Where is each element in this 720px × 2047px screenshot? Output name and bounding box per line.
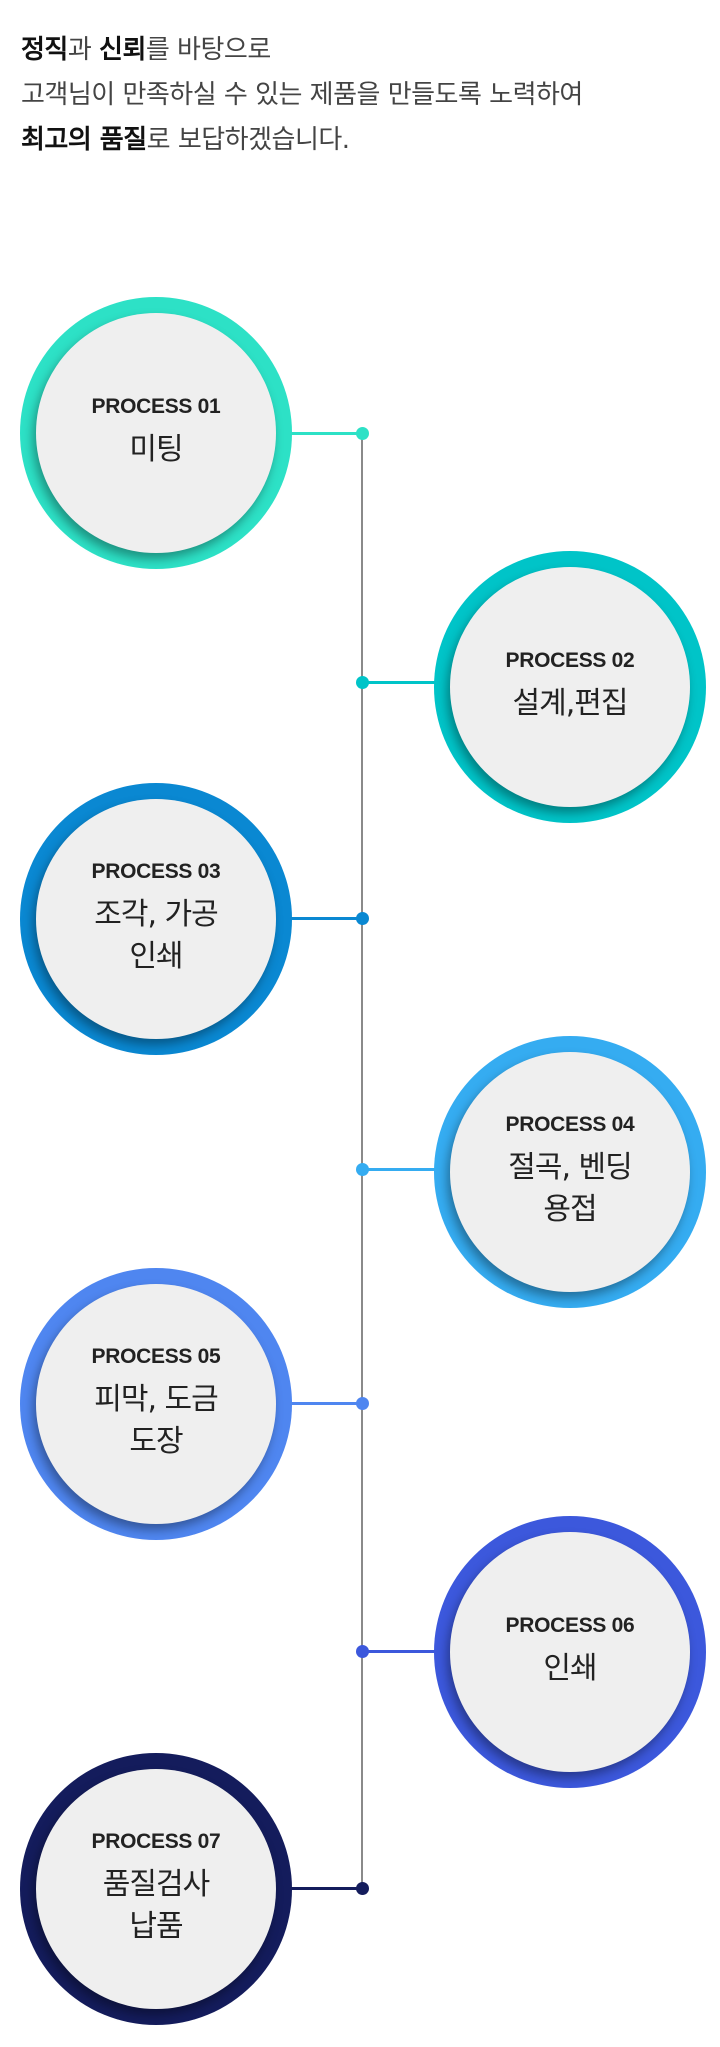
- intro-line-2: 고객님이 만족하실 수 있는 제품을 만들도록 노력하여: [21, 80, 583, 110]
- connector-7: [287, 1887, 362, 1890]
- connector-3: [287, 917, 362, 920]
- process-step-label: PROCESS 04: [505, 1113, 635, 1136]
- process-step-label: PROCESS 06: [505, 1614, 635, 1637]
- intro-line-1: 정직과 신뢰를 바탕으로: [21, 28, 701, 73]
- timeline-dot-2: [356, 676, 369, 689]
- process-name-line: 절곡, 벤딩: [508, 1150, 632, 1185]
- process-step-label: PROCESS 07: [91, 1830, 221, 1853]
- process-inner-01: PROCESS 01 미팅: [36, 313, 276, 553]
- process-name-line: 품질검사: [102, 1867, 210, 1902]
- process-name-line: 납품: [129, 1909, 183, 1944]
- process-circle-01: PROCESS 01 미팅: [20, 297, 292, 569]
- timeline-line: [361, 433, 363, 1892]
- process-step-label: PROCESS 03: [91, 860, 221, 883]
- process-name-line: 인쇄: [129, 939, 183, 974]
- process-circle-03: PROCESS 03 조각, 가공 인쇄: [20, 783, 292, 1055]
- process-name-line: 설계,편집: [512, 686, 629, 721]
- intro-bold-honesty: 정직: [21, 35, 68, 65]
- intro-line-3: 최고의 품질로 보답하겠습니다.: [21, 118, 701, 163]
- process-inner-07: PROCESS 07 품질검사 납품: [36, 1769, 276, 2009]
- process-step-label: PROCESS 02: [505, 649, 635, 672]
- timeline-dot-1: [356, 427, 369, 440]
- process-inner-05: PROCESS 05 피막, 도금 도장: [36, 1284, 276, 1524]
- connector-2: [362, 681, 437, 684]
- process-circle-05: PROCESS 05 피막, 도금 도장: [20, 1268, 292, 1540]
- intro-bold-quality: 최고의 품질: [21, 125, 147, 155]
- intro-text-1: 과: [67, 35, 100, 65]
- connector-4: [362, 1168, 437, 1171]
- connector-6: [362, 1650, 437, 1653]
- timeline-dot-4: [356, 1163, 369, 1176]
- intro-text: 정직과 신뢰를 바탕으로 고객님이 만족하실 수 있는 제품을 만들도록 노력하…: [21, 28, 701, 163]
- process-inner-03: PROCESS 03 조각, 가공 인쇄: [36, 799, 276, 1039]
- process-inner-02: PROCESS 02 설계,편집: [450, 567, 690, 807]
- process-circle-02: PROCESS 02 설계,편집: [434, 551, 706, 823]
- process-step-label: PROCESS 05: [91, 1345, 221, 1368]
- intro-text-3: 로 보답하겠습니다.: [146, 125, 350, 155]
- timeline-dot-3: [356, 912, 369, 925]
- timeline-dot-6: [356, 1645, 369, 1658]
- process-inner-04: PROCESS 04 절곡, 벤딩 용접: [450, 1052, 690, 1292]
- process-inner-06: PROCESS 06 인쇄: [450, 1532, 690, 1772]
- process-name-line: 조각, 가공: [94, 897, 218, 932]
- process-step-label: PROCESS 01: [91, 395, 221, 418]
- process-name-line: 도장: [129, 1424, 183, 1459]
- process-circle-06: PROCESS 06 인쇄: [434, 1516, 706, 1788]
- process-circle-07: PROCESS 07 품질검사 납품: [20, 1753, 292, 2025]
- process-circle-04: PROCESS 04 절곡, 벤딩 용접: [434, 1036, 706, 1308]
- intro-text-2: 를 바탕으로: [145, 35, 271, 65]
- timeline-dot-5: [356, 1397, 369, 1410]
- process-name-line: 미팅: [129, 432, 183, 467]
- intro-bold-trust: 신뢰: [99, 35, 146, 65]
- connector-5: [287, 1402, 362, 1405]
- process-name-line: 용접: [543, 1192, 597, 1227]
- timeline-dot-7: [356, 1882, 369, 1895]
- process-name-line: 피막, 도금: [94, 1382, 218, 1417]
- process-name-line: 인쇄: [543, 1651, 597, 1686]
- connector-1: [287, 432, 362, 435]
